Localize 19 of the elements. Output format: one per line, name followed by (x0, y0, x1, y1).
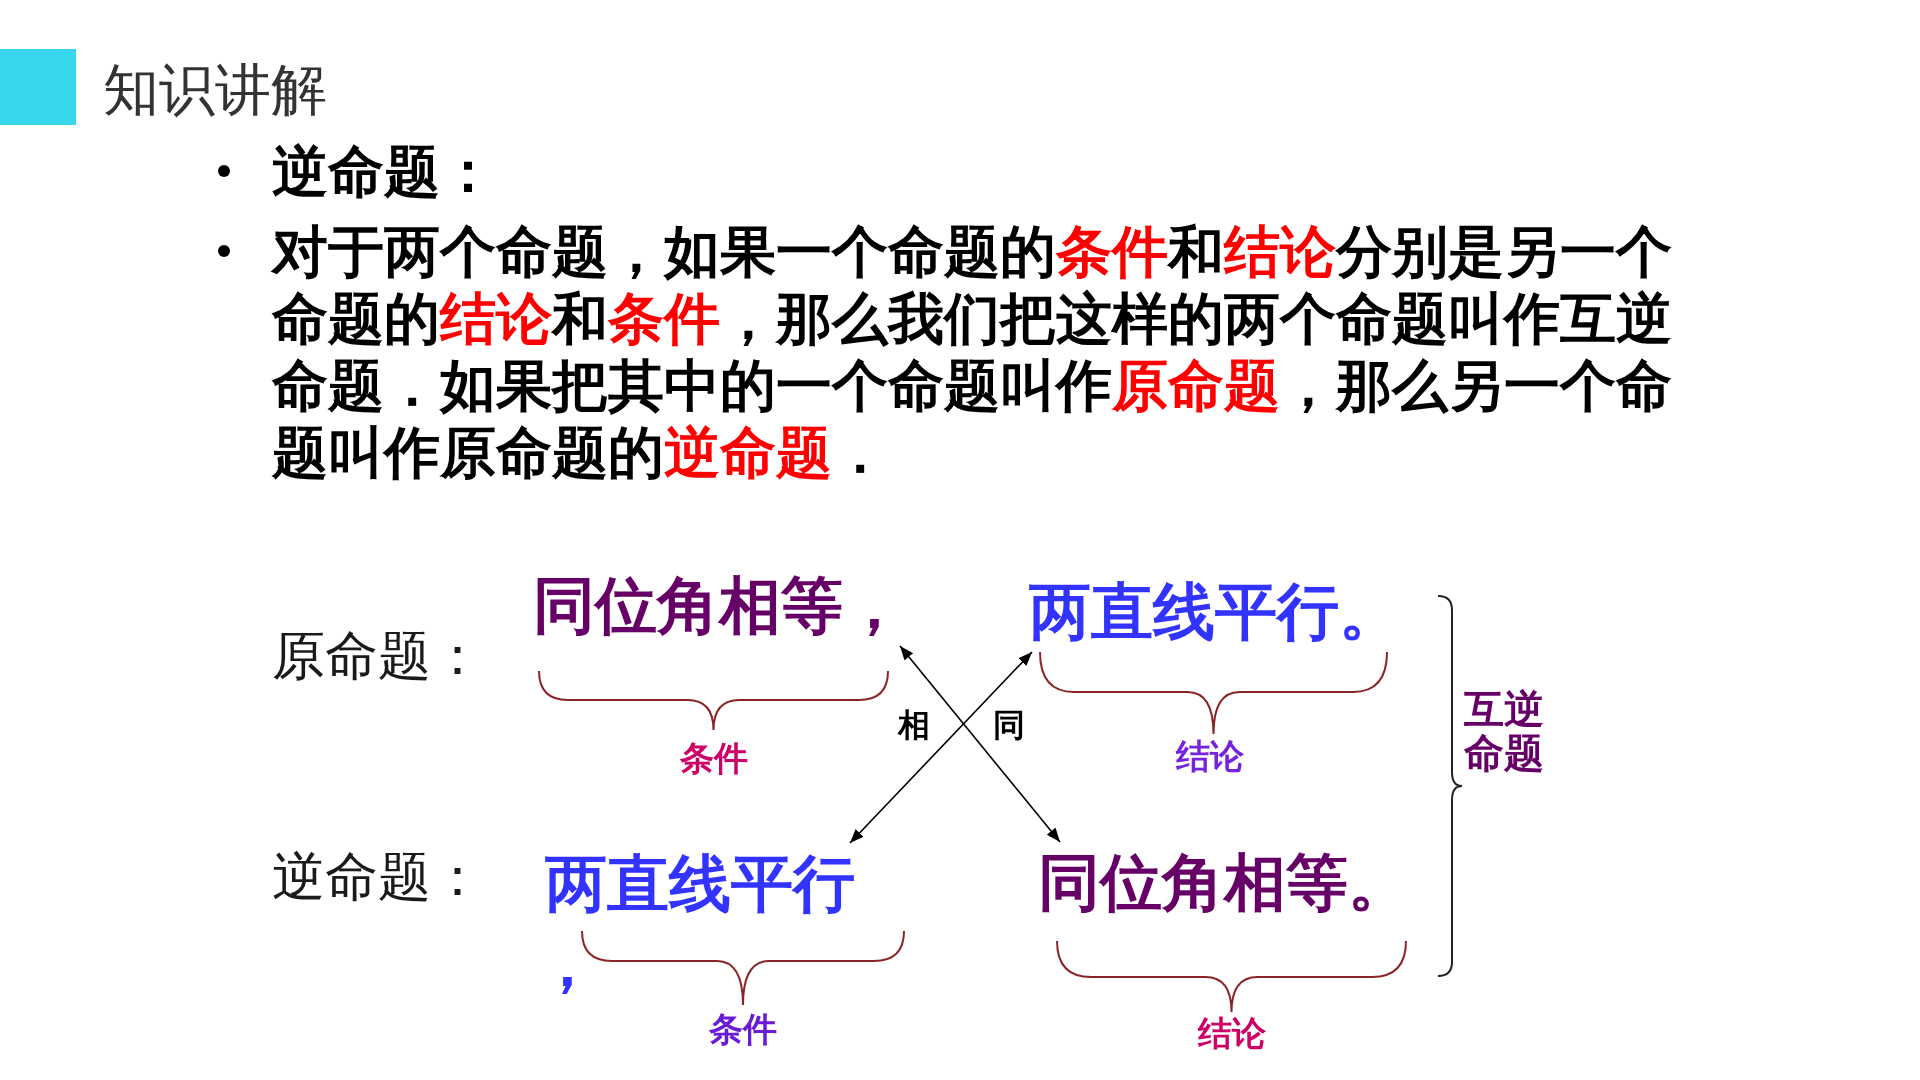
statement-text: 两直线平行 (545, 845, 855, 922)
row-label: 逆命题： (272, 845, 484, 909)
definition-paragraph: 对于两个命题，如果一个命题的条件和结论分别是另一个命题的结论和条件，那么我们把这样的两个命题叫作互逆命题．如果把其中的一个命题叫作原命题，那么另一个命题叫作原命题的逆命题． (272, 218, 1673, 486)
arrow-label: 相 (898, 706, 930, 744)
bullet-text: 逆命题： (272, 138, 496, 205)
brace-label: 结论 (1198, 1013, 1266, 1054)
double-arrow (849, 651, 1033, 844)
statement-text: 同位角相等。 (1038, 844, 1410, 921)
double-arrow (899, 645, 1061, 843)
statement-text: 同位角相等， (533, 567, 905, 644)
row-label: 原命题： (272, 624, 484, 688)
punctuation-text: ， (536, 933, 576, 995)
arrow-label: 同 (993, 706, 1025, 744)
brace-label: 条件 (680, 738, 748, 779)
brace-label: 结论 (1176, 736, 1244, 777)
brace-label: 条件 (709, 1009, 777, 1050)
page-title: 知识讲解 (103, 57, 327, 123)
statement-text: 两直线平行。 (1029, 573, 1401, 650)
brace-caption: 互逆命题 (1464, 687, 1545, 775)
